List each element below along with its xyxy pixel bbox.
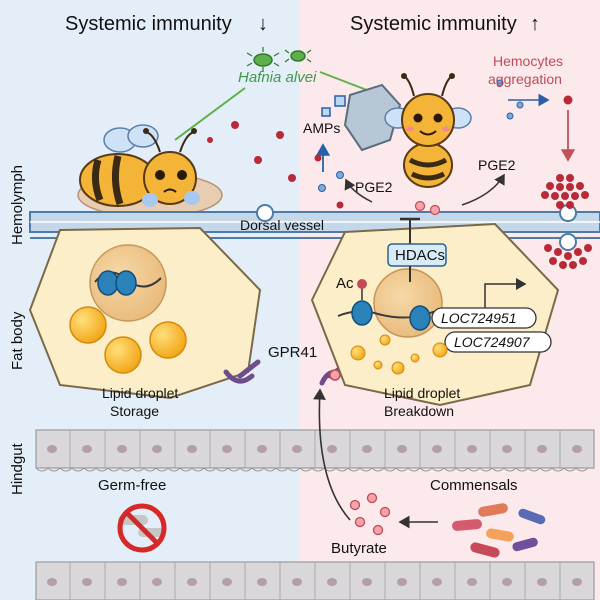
amps-label: AMPs — [303, 120, 340, 136]
gene-label-2: LOC724907 — [454, 334, 531, 350]
pge2-label-left: PGE2 — [355, 179, 393, 195]
hdacs-label: HDACs — [395, 247, 445, 264]
hemolymph-dots-right — [314, 154, 344, 209]
commensals-label: Commensals — [430, 477, 518, 494]
gene-label-1: LOC724951 — [441, 310, 517, 326]
amps-icon — [321, 95, 346, 117]
hemolymph-dots-left — [207, 121, 296, 182]
vessel-ostium — [256, 204, 577, 251]
acetyl-label: Ac — [336, 275, 354, 292]
left-cell-caption-1: Lipid droplet — [102, 385, 178, 401]
lipid-droplets-left — [69, 306, 187, 374]
gpr41-label: GPR41 — [268, 344, 317, 361]
up-arrow-glyph: ↑ — [530, 13, 540, 35]
hdacs-box — [387, 243, 447, 267]
butyrate-molecules — [349, 492, 391, 536]
lipid-droplets-right — [350, 334, 448, 375]
gene-box-1 — [431, 307, 537, 329]
pge2-arrow-left — [344, 178, 373, 203]
hindgut-epithelium-upper — [35, 429, 595, 472]
no-bacteria-icon — [117, 503, 167, 553]
transcription-arrow — [484, 278, 527, 314]
bacterium-link-right — [319, 71, 373, 93]
shield-icon — [343, 83, 402, 152]
hemocyte-dot — [563, 95, 573, 105]
hemocyte-cluster-icon — [541, 174, 592, 269]
nucleus-right — [373, 268, 443, 338]
pge2-arrow-right — [461, 173, 505, 206]
commensal-bacteria-icon — [452, 503, 546, 558]
hindgut-label: Hindgut — [9, 442, 26, 495]
bacterium-link-left — [174, 87, 246, 141]
bacterium-icon — [246, 47, 280, 72]
butyrate-uptake-arrow — [313, 388, 351, 521]
hemocytes-label-1: Hemocytes — [493, 53, 563, 69]
butyrate-dots-cell — [414, 200, 441, 216]
right-cell-caption-2: Breakdown — [384, 403, 454, 419]
butyrate-ligand — [329, 369, 341, 381]
fat-body-label: Fat body — [9, 311, 26, 370]
hemolymph-label: Hemolymph — [9, 165, 26, 245]
pge2-dots — [318, 79, 524, 192]
dorsal-vessel-label: Dorsal vessel — [240, 217, 324, 233]
right-cell-caption-1: Lipid droplet — [384, 385, 460, 401]
left-heading: Systemic immunity — [65, 13, 232, 35]
bacterium-label: Hafnia alvei — [238, 69, 317, 86]
down-arrow-glyph: ↓ — [258, 13, 268, 35]
gene-box-2 — [444, 331, 552, 353]
bacterium-icon — [284, 49, 312, 63]
nucleosome-icon — [97, 270, 137, 296]
gpr41-receptor-icon — [223, 359, 261, 384]
pge2-label-right: PGE2 — [478, 157, 516, 173]
hindgut-epithelium-lower — [35, 561, 595, 600]
nucleosome-icon — [351, 300, 431, 331]
germ-free-label: Germ-free — [98, 477, 166, 494]
happy-bee-icon — [343, 73, 472, 188]
left-cell-caption-2: Storage — [110, 403, 159, 419]
sad-bee-icon — [77, 124, 223, 218]
acetyl-group-icon — [357, 279, 367, 289]
hemocytes-label-2: aggregation — [488, 71, 562, 87]
right-heading: Systemic immunity — [350, 13, 517, 35]
butyrate-label: Butyrate — [331, 540, 387, 557]
